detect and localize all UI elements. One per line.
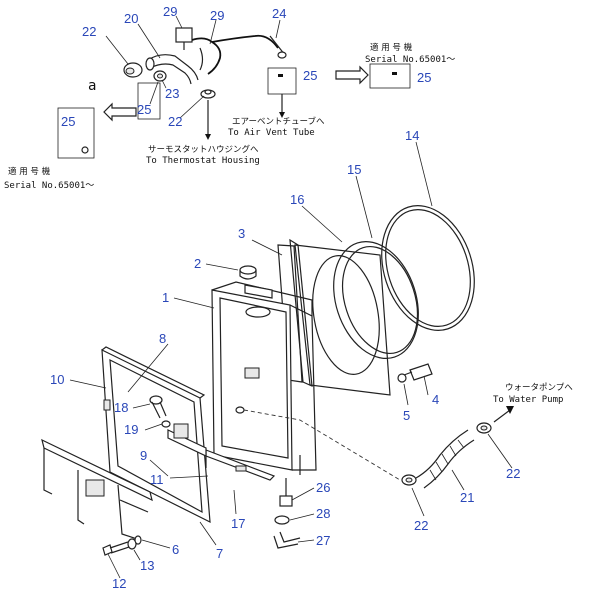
radiator-core xyxy=(211,265,401,481)
label-4: 4 xyxy=(432,392,439,407)
serial-left: Serial No.65001～ xyxy=(4,181,94,191)
part-number-labels: 22 20 29 29 24 23 25 22 25 25 25 14 15 1… xyxy=(50,4,520,591)
front-frame xyxy=(101,346,211,524)
label-9: 9 xyxy=(140,448,147,463)
serial-top: Serial No.65001～ xyxy=(365,55,455,65)
label-15: 15 xyxy=(347,162,361,177)
label-22: 22 xyxy=(168,114,182,129)
label-25: 25 xyxy=(61,114,75,129)
label-22: 22 xyxy=(82,24,96,39)
label-27: 27 xyxy=(316,533,330,548)
label-19: 19 xyxy=(124,422,138,437)
bolts-lower xyxy=(102,395,171,556)
bolt-4-washer-5 xyxy=(397,363,433,383)
label-1: 1 xyxy=(162,290,169,305)
air-vent-en: To Air Vent Tube xyxy=(228,128,315,138)
label-29: 29 xyxy=(210,8,224,23)
leader-lines xyxy=(69,15,513,579)
label-26: 26 xyxy=(316,480,330,495)
label-25: 25 xyxy=(303,68,317,83)
thermostat-en: To Thermostat Housing xyxy=(146,156,260,166)
annotations: a 適 用 号 機 Serial No.65001～ 適 用 号 機 Seria… xyxy=(4,42,573,405)
label-25: 25 xyxy=(137,102,151,117)
label-25: 25 xyxy=(417,70,431,85)
label-5: 5 xyxy=(403,408,410,423)
label-29: 29 xyxy=(163,4,177,19)
serial-label-jp-top: 適 用 号 機 xyxy=(370,42,413,53)
label-8: 8 xyxy=(159,331,166,346)
label-20: 20 xyxy=(124,11,138,26)
serial-label-jp-left: 適 用 号 機 xyxy=(8,166,51,177)
label-14: 14 xyxy=(405,128,419,143)
label-21: 21 xyxy=(460,490,474,505)
label-18: 18 xyxy=(114,400,128,415)
label-2: 2 xyxy=(194,256,201,271)
water-pump-en: To Water Pump xyxy=(493,395,563,405)
label-23: 23 xyxy=(165,86,179,101)
shroud-assembly xyxy=(277,205,475,396)
label-13: 13 xyxy=(140,558,154,573)
label-3: 3 xyxy=(238,226,245,241)
label-17: 17 xyxy=(231,516,245,531)
thermostat-jp: サーモスタットハウジングへ xyxy=(148,144,259,155)
label-11: 11 xyxy=(150,472,164,487)
water-pump-jp: ウォータポンプへ xyxy=(505,383,573,393)
upper-hose-assembly xyxy=(57,27,411,159)
label-24: 24 xyxy=(272,6,286,21)
label-10: 10 xyxy=(50,372,64,387)
drain-valve xyxy=(273,478,301,549)
reference-a: a xyxy=(88,78,96,94)
label-6: 6 xyxy=(172,542,179,557)
label-16: 16 xyxy=(290,192,304,207)
label-28: 28 xyxy=(316,506,330,521)
label-7: 7 xyxy=(216,546,223,561)
water-pump-hose xyxy=(401,406,514,489)
label-12: 12 xyxy=(112,576,126,591)
label-22: 22 xyxy=(414,518,428,533)
air-vent-jp: エアーベントチューブへ xyxy=(232,116,325,127)
label-22: 22 xyxy=(506,466,520,481)
lower-brackets xyxy=(41,423,276,541)
